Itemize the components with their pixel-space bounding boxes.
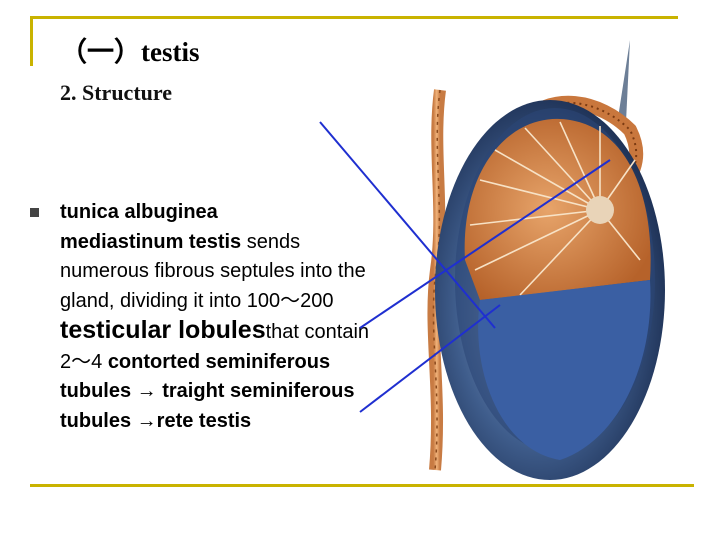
contain-text: that contain 2～4	[60, 321, 370, 373]
cut-surface-shape	[478, 280, 651, 460]
tubules-chain-text: contorted seminiferous tubules → traight…	[60, 350, 355, 432]
vas-deferens-texture	[432, 89, 441, 471]
lobule-count: 100～200	[246, 289, 334, 312]
slide-subtitle: 2. Structure	[60, 80, 173, 105]
frame-bottom-rule	[30, 484, 694, 487]
bullet-marker	[30, 208, 39, 217]
testis-illustration	[319, 40, 665, 480]
septules-text: sends numerous fibrous septules into the…	[60, 230, 366, 312]
mediastinum-shape	[586, 196, 614, 224]
mediastinum-term: mediastinum testis	[60, 230, 242, 253]
spermatic-cord-shape	[618, 40, 630, 122]
bullet-text: tunica albuginea mediastinum testis send…	[60, 198, 380, 436]
testicular-lobules-term: testicular lobules	[60, 316, 266, 344]
tunica-albuginea-text: tunica albuginea	[60, 201, 218, 223]
frame-top-rule	[30, 16, 678, 19]
mediastinum-paragraph: mediastinum testis sends numerous fibrou…	[60, 228, 380, 437]
pointer-lines	[319, 121, 611, 413]
slide-title: （一）testis	[60, 37, 200, 67]
frame-left-rule	[30, 16, 33, 66]
